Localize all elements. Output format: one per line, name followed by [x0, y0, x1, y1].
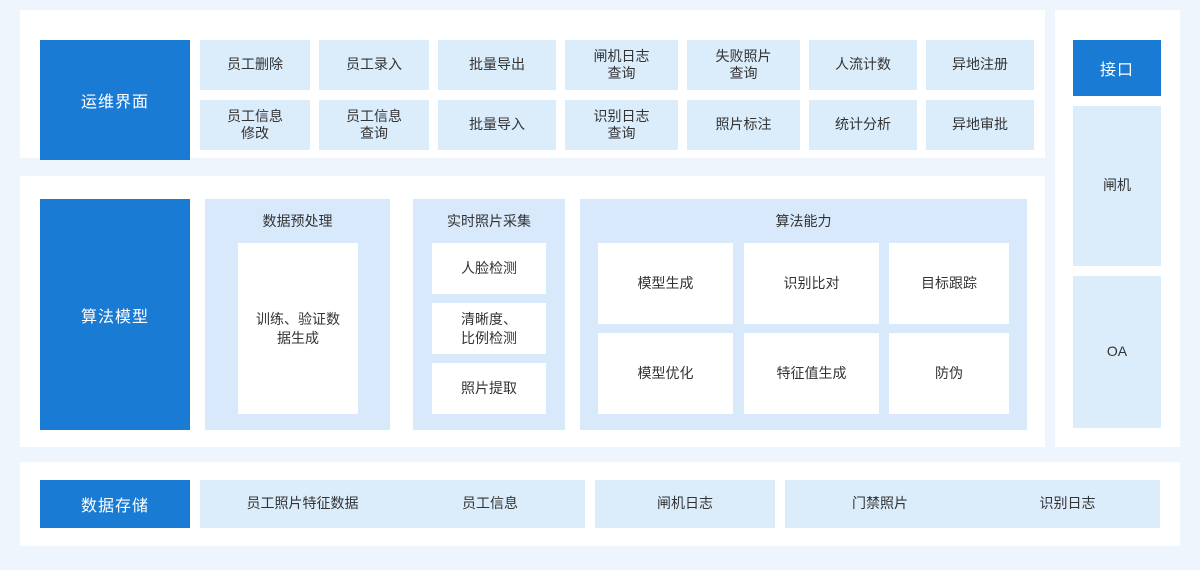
storage-chip-access-control-photo[interactable]: 门禁照片: [785, 480, 975, 528]
section-realtime-photo-capture: 实时照片采集 人脸检测 清晰度、 比例检测 照片提取: [413, 199, 565, 430]
ops-chip-employee-info-query[interactable]: 员工信息 查询: [319, 100, 429, 150]
section-title-data-preprocessing: 数据预处理: [262, 213, 333, 229]
interface-panel: 接口 闸机 OA: [1055, 10, 1180, 447]
card-photo-extraction[interactable]: 照片提取: [432, 363, 546, 414]
card-face-detection[interactable]: 人脸检测: [432, 243, 546, 294]
card-recognition-comparison[interactable]: 识别比对: [744, 243, 879, 324]
card-clarity-ratio-detection[interactable]: 清晰度、 比例检测: [432, 303, 546, 354]
ops-chip-failed-photo-query[interactable]: 失败照片 查询: [687, 40, 800, 90]
storage-chip-gate-log[interactable]: 闸机日志: [595, 480, 775, 528]
ops-chip-statistical-analysis[interactable]: 统计分析: [809, 100, 917, 150]
section-algorithm-capability: 算法能力 模型生成 识别比对 目标跟踪 模型优化 特征值生成 防伪: [580, 199, 1027, 430]
section-title-realtime-photo-capture: 实时照片采集: [447, 213, 531, 229]
ops-chip-recognition-log-query[interactable]: 识别日志 查询: [565, 100, 678, 150]
ops-chip-employee-info-edit[interactable]: 员工信息 修改: [200, 100, 310, 150]
ops-interface-panel: 运维界面 员工删除 员工录入 批量导出 闸机日志 查询 失败照片 查询 人流计数…: [20, 10, 1045, 160]
storage-chip-employee-photo-feature-data[interactable]: 员工照片特征数据: [200, 480, 405, 528]
interface-chip-gate[interactable]: 闸机: [1073, 106, 1161, 266]
card-model-optimization[interactable]: 模型优化: [598, 333, 733, 414]
interface-chip-oa[interactable]: OA: [1073, 276, 1161, 428]
algorithm-model-panel: 算法模型 数据预处理 训练、验证数 据生成 实时照片采集 人脸检测 清晰度、 比…: [20, 176, 1045, 447]
ops-chip-gate-log-query[interactable]: 闸机日志 查询: [565, 40, 678, 90]
card-training-validation-data-generation[interactable]: 训练、验证数 据生成: [238, 243, 358, 414]
data-storage-panel: 数据存储 员工照片特征数据 员工信息 闸机日志 门禁照片 识别日志: [20, 462, 1180, 546]
ops-chip-remote-registration[interactable]: 异地注册: [926, 40, 1034, 90]
data-storage-header[interactable]: 数据存储: [40, 480, 190, 528]
ops-chip-batch-import[interactable]: 批量导入: [438, 100, 556, 150]
section-data-preprocessing: 数据预处理 训练、验证数 据生成: [205, 199, 390, 430]
section-title-algorithm-capability: 算法能力: [775, 213, 832, 229]
card-model-generation[interactable]: 模型生成: [598, 243, 733, 324]
card-target-tracking[interactable]: 目标跟踪: [889, 243, 1009, 324]
ops-chip-employee-delete[interactable]: 员工删除: [200, 40, 310, 90]
ops-interface-header[interactable]: 运维界面: [40, 40, 190, 160]
algorithm-model-header[interactable]: 算法模型: [40, 199, 190, 430]
ops-chip-remote-approval[interactable]: 异地审批: [926, 100, 1034, 150]
storage-chip-recognition-log[interactable]: 识别日志: [975, 480, 1160, 528]
ops-chip-people-flow-count[interactable]: 人流计数: [809, 40, 917, 90]
ops-chip-employee-entry[interactable]: 员工录入: [319, 40, 429, 90]
interface-header[interactable]: 接口: [1073, 40, 1161, 96]
storage-chip-employee-info[interactable]: 员工信息: [395, 480, 585, 528]
card-feature-value-generation[interactable]: 特征值生成: [744, 333, 879, 414]
ops-chip-photo-annotation[interactable]: 照片标注: [687, 100, 800, 150]
card-anti-spoofing[interactable]: 防伪: [889, 333, 1009, 414]
ops-chip-batch-export[interactable]: 批量导出: [438, 40, 556, 90]
